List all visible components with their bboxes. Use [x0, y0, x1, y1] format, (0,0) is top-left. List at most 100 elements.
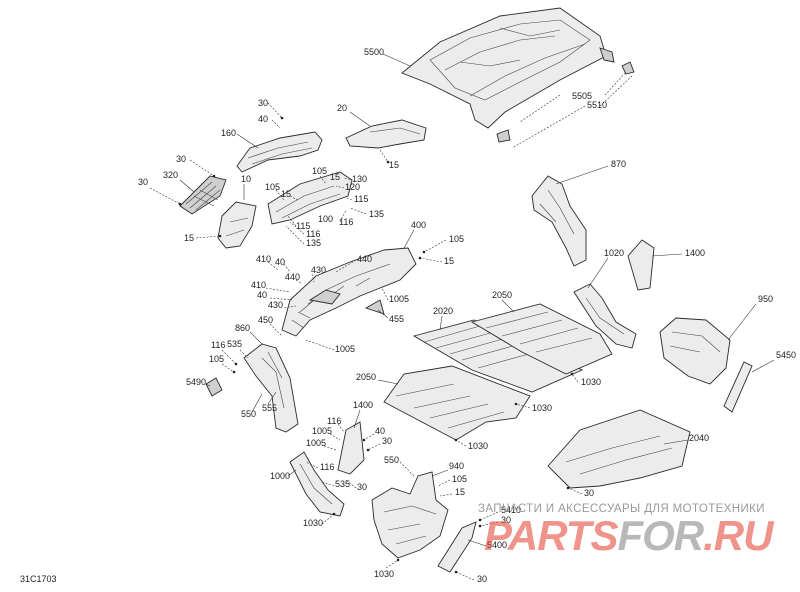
callout-450: 450 — [258, 315, 273, 325]
callout-15-a: 15 — [389, 160, 399, 170]
main-dashboard — [281, 247, 417, 337]
callout-1030-d: 1030 — [303, 518, 323, 528]
callout-40-b: 40 — [275, 257, 285, 267]
callout-1030-a: 1030 — [581, 377, 601, 387]
callout-105-b: 105 — [312, 166, 327, 176]
callout-5505: 5505 — [572, 91, 592, 101]
callout-320: 320 — [163, 170, 178, 180]
callout-1005-c: 1005 — [312, 426, 332, 436]
callout-105-a: 105 — [265, 182, 280, 192]
panel-5400 — [437, 521, 477, 573]
callout-1030-b: 1030 — [532, 403, 552, 413]
fender-950 — [659, 317, 731, 385]
callout-440-a: 440 — [285, 272, 300, 282]
clip-455 — [364, 299, 385, 315]
callout-555: 555 — [262, 403, 277, 413]
callout-100: 100 — [318, 214, 333, 224]
callout-40-a: 40 — [258, 114, 268, 124]
callout-30-a: 30 — [258, 98, 268, 108]
callout-535-a: 535 — [227, 339, 242, 349]
callout-120: 120 — [345, 182, 360, 192]
callout-870: 870 — [611, 159, 626, 169]
callout-410-b: 410 — [251, 280, 266, 290]
callout-30-f: 30 — [501, 515, 511, 525]
callout-430-a: 430 — [311, 265, 326, 275]
left-duct — [205, 343, 299, 433]
grille-part — [179, 175, 227, 215]
callout-15-b: 15 — [184, 233, 194, 243]
callout-1005-d: 1005 — [306, 438, 326, 448]
callout-115-b: 115 — [296, 221, 310, 231]
callout-5490: 5490 — [186, 377, 206, 387]
callout-1400-a: 1400 — [685, 248, 705, 258]
callout-1005-b: 1005 — [335, 344, 355, 354]
callout-5450: 5450 — [776, 350, 796, 360]
floor-duct-1020 — [573, 283, 637, 349]
callout-1000: 1000 — [270, 471, 290, 481]
side-panel-20 — [345, 119, 427, 149]
callout-940: 940 — [449, 461, 464, 471]
panel-1400-lower — [337, 421, 365, 475]
upper-console — [267, 171, 353, 225]
callout-2020: 2020 — [433, 306, 453, 316]
floor-duct-1000 — [289, 451, 345, 517]
callout-135-b: 135 — [306, 238, 321, 248]
callout-20: 20 — [337, 103, 347, 113]
callout-30-h: 30 — [584, 488, 594, 498]
callout-105-e: 105 — [452, 474, 467, 484]
callout-535-b: 535 — [335, 479, 350, 489]
callout-15-d: 15 — [330, 172, 340, 182]
callout-30-d: 30 — [382, 436, 392, 446]
callout-116-b: 116 — [306, 229, 320, 239]
callout-115-a: 115 — [354, 194, 368, 204]
dash-top-cover — [236, 131, 323, 173]
front-duct — [531, 175, 587, 267]
callout-1030-e: 1030 — [374, 569, 394, 579]
callout-440-b: 440 — [357, 254, 372, 264]
callout-550-a: 550 — [241, 409, 256, 419]
callout-15-e: 15 — [444, 256, 454, 266]
callout-5410: 5410 — [501, 505, 521, 515]
roof-part — [401, 7, 635, 143]
panel-1400-upper — [627, 239, 655, 291]
callout-1020: 1020 — [604, 248, 624, 258]
watermark-logo: PARTSFOR.RU — [484, 512, 775, 559]
callout-116-e: 116 — [320, 462, 334, 472]
callout-950: 950 — [758, 294, 773, 304]
callout-400: 400 — [411, 220, 426, 230]
callout-1400-b: 1400 — [353, 400, 373, 410]
callout-550-b: 550 — [384, 455, 399, 465]
callout-130: 130 — [352, 174, 367, 184]
callout-2050-b: 2050 — [356, 372, 376, 382]
callout-15-f: 15 — [455, 487, 465, 497]
floor-mats — [383, 303, 613, 441]
floor-panel-2040 — [547, 409, 691, 489]
callout-105-d: 105 — [209, 354, 224, 364]
callout-2050-a: 2050 — [492, 290, 512, 300]
callout-40-d: 40 — [375, 426, 385, 436]
callout-860: 860 — [235, 323, 250, 333]
callout-116-d: 116 — [327, 416, 341, 426]
watermark-subtitle: ЗАПЧАСТИ И АКСЕССУАРЫ ДЛЯ МОТОТЕХНИКИ — [478, 503, 765, 515]
bracket-10 — [217, 201, 257, 249]
callout-15-c: 15 — [281, 189, 291, 199]
callout-410-a: 410 — [256, 254, 271, 264]
callout-10: 10 — [241, 174, 251, 184]
callout-5400: 5400 — [487, 540, 507, 550]
callout-labels: 5500 5505 5510 30 40 160 20 15 30 320 30… — [138, 47, 796, 584]
fastener-dots — [178, 116, 574, 574]
callout-135-a: 135 — [369, 209, 384, 219]
callout-30-b: 30 — [176, 154, 186, 164]
callout-116-a: 116 — [339, 217, 353, 227]
watermark: ЗАПЧАСТИ И АКСЕССУАРЫ ДЛЯ МОТОТЕХНИКИ PA… — [478, 503, 776, 559]
callout-40-c: 40 — [257, 290, 267, 300]
panel-5450 — [723, 361, 753, 413]
callout-30-c: 30 — [138, 177, 148, 187]
callout-5510: 5510 — [587, 100, 607, 110]
callout-116-c: 116 — [211, 340, 225, 350]
callout-430-b: 430 — [268, 300, 283, 310]
callout-455: 455 — [389, 314, 404, 324]
callout-30-g: 30 — [477, 574, 487, 584]
